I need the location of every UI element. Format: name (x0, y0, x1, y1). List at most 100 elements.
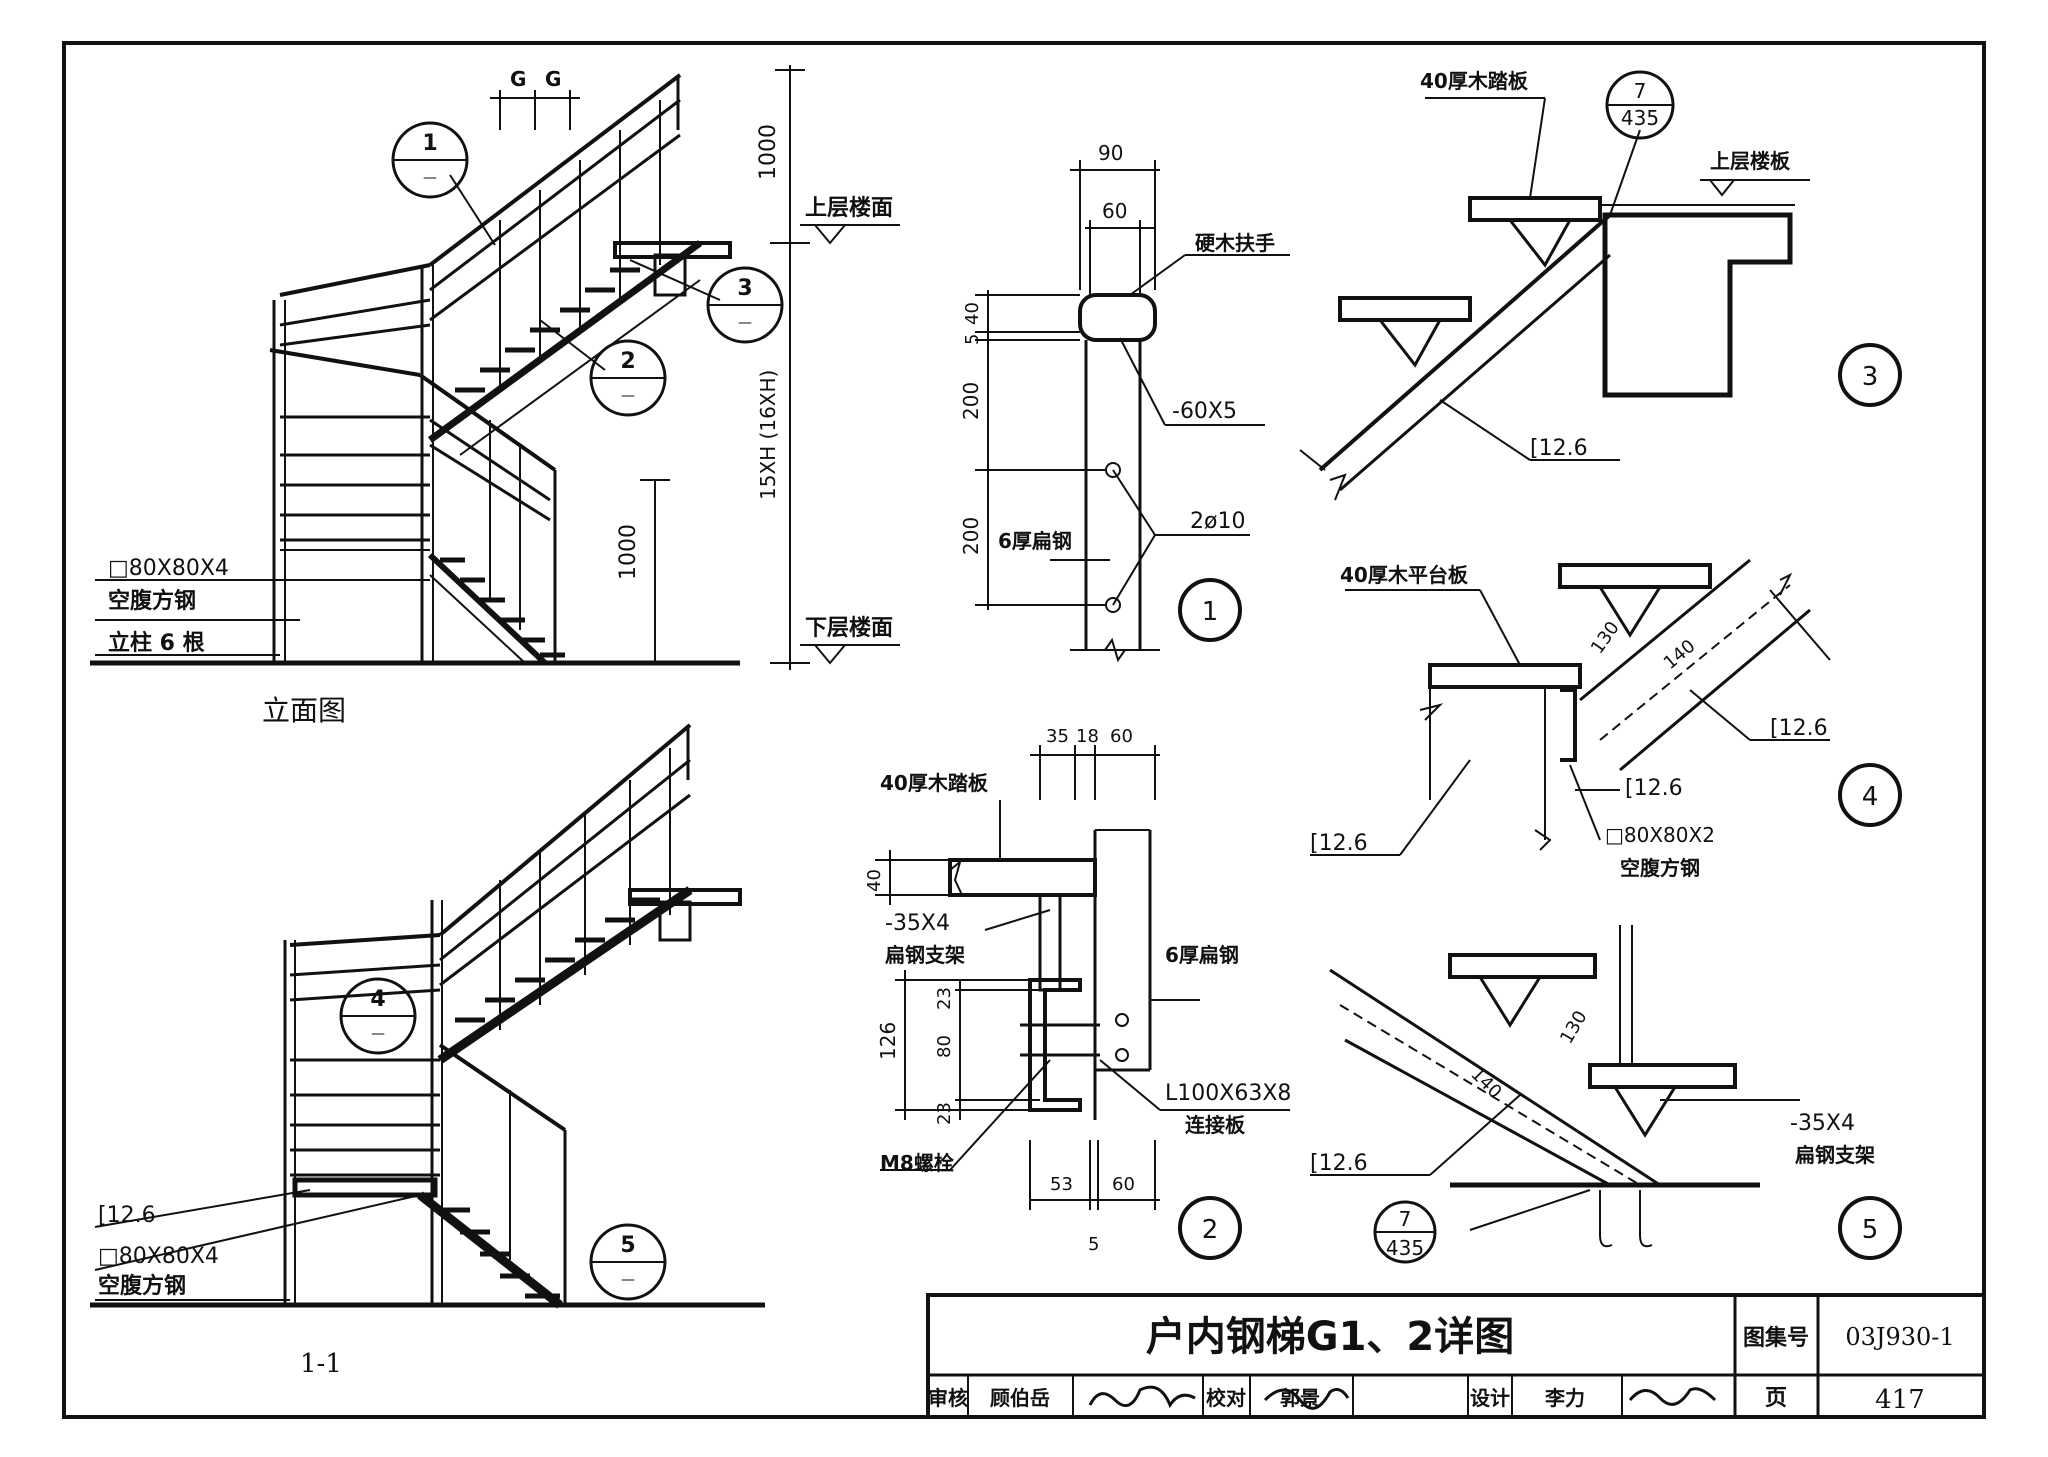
label-post-count: 立柱 6 根 (108, 630, 205, 656)
d4-channel-a: [12.6 (1770, 716, 1828, 741)
d4-post-type: 空腹方钢 (1620, 856, 1700, 880)
detail-2-drawing (875, 745, 1290, 1260)
d1-dim-90: 90 (1098, 141, 1123, 165)
atlas-number: 03J930-1 (1845, 1323, 1954, 1351)
callout2-ref: — (621, 388, 635, 404)
d2-dim-60b: 60 (1112, 1174, 1135, 1195)
section-caption: 1-1 (300, 1349, 342, 1379)
section-drawing (90, 723, 765, 1309)
callout2-num: 2 (620, 349, 635, 374)
label-post-type: 空腹方钢 (108, 588, 196, 614)
d3-num: 3 (1862, 362, 1879, 392)
labels: G G 1000 15XH (16XH) 1000 上层楼面 下层楼面 □80X… (98, 67, 1955, 1415)
callout4-num: 4 (370, 987, 385, 1012)
d4-platform: 40厚木平台板 (1340, 563, 1469, 587)
callout5-num: 5 (620, 1233, 635, 1258)
design-label: 设计 (1470, 1386, 1510, 1410)
d1-num: 1 (1202, 597, 1219, 627)
callout5-ref: — (621, 1272, 635, 1288)
callout1-ref: — (423, 170, 437, 186)
designer-signature (1628, 1387, 1717, 1406)
dim-1000-top: 1000 (756, 124, 781, 180)
callout1-num: 1 (422, 131, 437, 156)
sheet-title: 户内钢梯G1、2详图 (1146, 1314, 1515, 1360)
d3-channel: [12.6 (1530, 436, 1588, 461)
d1-bolts: 2ø10 (1190, 509, 1245, 534)
dim-1000-mid: 1000 (616, 524, 641, 580)
d1-dim-40: 40 (962, 302, 983, 325)
d4-num: 4 (1862, 782, 1879, 812)
d4-dim-130: 130 (1587, 618, 1624, 658)
d1-dim-5: 5 (962, 334, 983, 345)
page-label: 页 (1765, 1386, 1787, 1411)
label-lower-floor: 下层楼面 (805, 616, 893, 641)
callout-3 (706, 266, 784, 344)
atlas-label: 图集号 (1743, 1325, 1809, 1351)
d5-bracket-size: -35X4 (1790, 1111, 1855, 1136)
elevation-drawing (90, 65, 900, 670)
callout3-ref: — (738, 315, 752, 331)
detail-3-drawing (1299, 70, 1902, 501)
d4-post-size: □80X80X2 (1605, 823, 1715, 847)
page-number: 417 (1875, 1385, 1925, 1415)
d2-dim-53: 53 (1050, 1174, 1073, 1195)
d2-dim-35: 35 (1046, 726, 1069, 747)
d5-channel: [12.6 (1310, 1151, 1368, 1176)
d5-bracket-type: 扁钢支架 (1795, 1143, 1875, 1167)
d2-bolt: M8螺栓 (880, 1151, 954, 1175)
reviewer-name: 顾伯岳 (990, 1386, 1050, 1410)
review-label: 审核 (928, 1386, 968, 1410)
dim-g1: G (510, 67, 526, 91)
d2-dim-60a: 60 (1110, 726, 1133, 747)
d1-plate: 6厚扁钢 (998, 529, 1072, 553)
callout-2 (589, 339, 667, 417)
d1-handrail: 硬木扶手 (1195, 231, 1275, 255)
d2-dim-18: 18 (1076, 726, 1099, 747)
d1-flat-bar: -60X5 (1172, 399, 1237, 424)
d1-dim-200b: 200 (959, 517, 983, 555)
callout-5 (589, 1223, 667, 1301)
section-channel: [12.6 (98, 1203, 156, 1228)
detail-5-drawing (1310, 925, 1902, 1264)
check-label: 校对 (1206, 1386, 1246, 1410)
d3-upper-slab: 上层楼板 (1710, 149, 1791, 173)
callout4-ref: — (371, 1026, 385, 1042)
title-block (926, 1293, 1986, 1419)
designer-name: 李力 (1544, 1386, 1585, 1410)
d3-ref-top: 7 (1634, 79, 1647, 103)
d1-dim-200a: 200 (959, 382, 983, 420)
d5-dim-130: 130 (1556, 1007, 1591, 1047)
d2-dim-23a: 23 (934, 987, 955, 1010)
d2-dim-126: 126 (876, 1022, 900, 1060)
checker-signature (1263, 1388, 1350, 1410)
callout3-num: 3 (737, 276, 752, 301)
d2-dim-80: 80 (934, 1035, 955, 1058)
dim-15xh: 15XH (16XH) (756, 370, 780, 500)
callout-4 (339, 977, 417, 1055)
d3-tread: 40厚木踏板 (1420, 69, 1529, 93)
d4-channel-b: [12.6 (1625, 776, 1683, 801)
d3-ref-bottom: 435 (1621, 106, 1659, 130)
section-post-size: □80X80X4 (98, 1244, 219, 1269)
d2-dim-5: 5 (1088, 1234, 1099, 1255)
d5-dim-140: 140 (1466, 1064, 1505, 1103)
section-post-type: 空腹方钢 (98, 1273, 186, 1299)
d2-bracket-type: 扁钢支架 (885, 943, 965, 967)
d2-plate: 6厚扁钢 (1165, 943, 1239, 967)
d2-dim-40: 40 (864, 869, 885, 892)
checker-name: 郭景 (1280, 1386, 1320, 1410)
d5-num: 5 (1862, 1215, 1879, 1245)
d2-num: 2 (1202, 1215, 1219, 1245)
detail-4-drawing (1310, 558, 1902, 856)
elevation-caption: 立面图 (262, 694, 346, 727)
label-upper-floor: 上层楼面 (805, 196, 893, 221)
d4-channel-c: [12.6 (1310, 831, 1368, 856)
d2-connector: 连接板 (1185, 1113, 1246, 1137)
d2-bracket-size: -35X4 (885, 911, 950, 936)
d1-dim-60: 60 (1102, 199, 1127, 223)
reviewer-signature (1088, 1385, 1196, 1409)
callout-1 (391, 121, 469, 199)
d2-tread: 40厚木踏板 (880, 771, 989, 795)
d5-ref-bottom: 435 (1386, 1236, 1424, 1260)
